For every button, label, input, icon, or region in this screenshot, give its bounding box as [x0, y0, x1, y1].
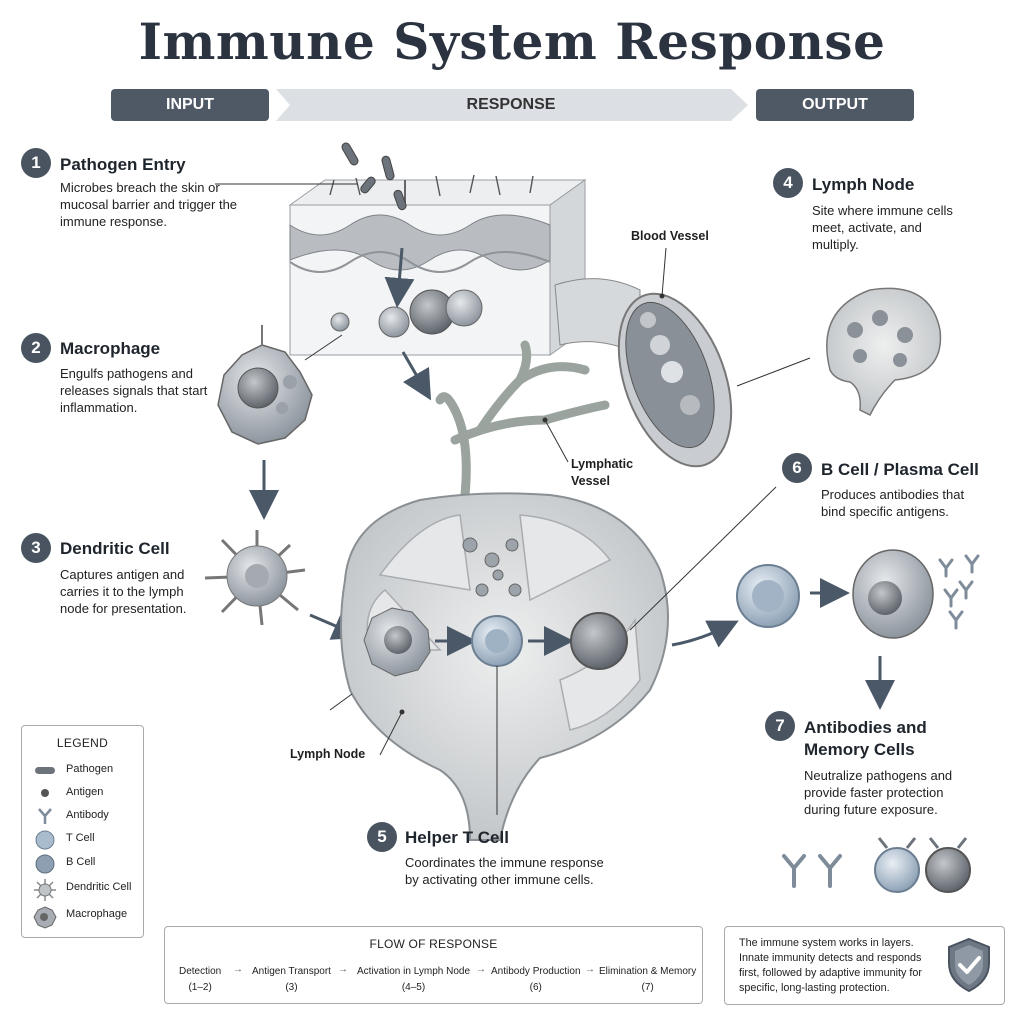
legend-item-pathogen: Pathogen	[22, 760, 143, 782]
step-7-description: Neutralize pathogens and provide faster …	[804, 768, 953, 817]
step-3-title: Dendritic Cell	[60, 539, 170, 558]
antigen-icon	[41, 789, 49, 797]
step-5-title: Helper T Cell	[405, 828, 509, 847]
lymph-node-small	[826, 287, 942, 417]
step-3-description: Captures antigen and carries it to the l…	[60, 567, 187, 616]
dendritic-cell-icon	[34, 879, 56, 901]
legend-item-antigen: Antigen	[22, 783, 143, 805]
lymphatic-vessel-label: Lymphatic Vessel	[571, 457, 634, 488]
blood-vessel-label: Blood Vessel	[631, 229, 709, 243]
step-2-badge: 2	[21, 333, 51, 363]
memory-b-cell	[925, 847, 971, 893]
flow-arrow-icon: →	[476, 964, 486, 975]
step-3-badge: 3	[21, 533, 51, 563]
legend-item-dendritic-cell: Dendritic Cell	[22, 878, 143, 901]
step-7-badge: 7	[765, 711, 795, 741]
step-5-description: Coordinates the immune response by activ…	[405, 855, 604, 887]
macrophage-icon	[33, 906, 57, 929]
antibodies-released	[938, 554, 980, 630]
output-tag: OUTPUT	[756, 89, 914, 121]
pathogens	[341, 142, 407, 211]
flow-arrow-icon: →	[233, 964, 243, 975]
skin-tissue-block	[288, 174, 587, 356]
flow-step-detection: Detection(1–2)	[179, 966, 222, 993]
lymph-node-label: Lymph Node	[290, 747, 366, 761]
response-arrow-bar	[276, 89, 748, 121]
flow-step-antibody-production: Antibody Production(6)	[491, 966, 581, 993]
step-7-title: Antibodies and Memory Cells	[804, 718, 927, 759]
b-cell-icon	[35, 854, 55, 874]
flow-step-elimination-memory: Elimination & Memory(7)	[599, 966, 697, 993]
legend-item-macrophage: Macrophage	[22, 905, 143, 929]
step-4-description: Site where immune cells meet, activate, …	[812, 203, 953, 252]
summary-note-text: The immune system works in layers. Innat…	[739, 937, 923, 994]
step-5-badge: 5	[367, 822, 397, 852]
legend-item-t-cell: T Cell	[22, 829, 143, 851]
step-6-description: Produces antibodies that bind specific a…	[821, 487, 965, 519]
summary-note: The immune system works in layers. Innat…	[724, 926, 1005, 1005]
node-b-cell	[570, 612, 628, 670]
flow-step-activation: Activation in Lymph Node(4–5)	[357, 966, 471, 993]
legend-item-antibody: Antibody	[22, 806, 143, 828]
step-1-badge: 1	[21, 148, 51, 178]
step-2-title: Macrophage	[60, 339, 161, 358]
flow-of-response-panel: FLOW OF RESPONSE Detection(1–2) → Antige…	[164, 926, 703, 1004]
response-tag: RESPONSE	[466, 96, 556, 113]
macrophage-cell	[217, 325, 313, 445]
t-cell-icon	[35, 830, 55, 850]
flow-title: FLOW OF RESPONSE	[369, 937, 498, 951]
flow-arrow-icon: →	[585, 964, 595, 975]
step-1-title: Pathogen Entry	[60, 155, 186, 174]
legend-item-b-cell: B Cell	[22, 853, 143, 875]
step-2-description: Engulfs pathogens and releases signals t…	[60, 366, 208, 415]
blood-vessel	[554, 278, 733, 468]
shield-check-icon	[948, 937, 990, 993]
input-tag: INPUT	[111, 89, 269, 121]
pathogen-icon	[35, 767, 55, 774]
step-4-title: Lymph Node	[812, 175, 915, 194]
step-6-badge: 6	[782, 453, 812, 483]
flow-step-antigen-transport: Antigen Transport(3)	[252, 966, 331, 993]
legend-title: LEGEND	[56, 736, 109, 750]
antibody-icon	[38, 808, 52, 824]
final-antibodies	[782, 854, 842, 888]
step-1-description: Microbes breach the skin or mucosal barr…	[60, 180, 238, 229]
step-4-badge: 4	[773, 168, 803, 198]
legend: LEGEND Pathogen Antigen Antibody T Cell …	[21, 725, 144, 938]
step-6-title: B Cell / Plasma Cell	[821, 460, 979, 479]
page-title: Immune System Response	[138, 12, 886, 71]
flow-arrow-icon: →	[338, 964, 348, 975]
memory-t-cell	[874, 847, 920, 893]
